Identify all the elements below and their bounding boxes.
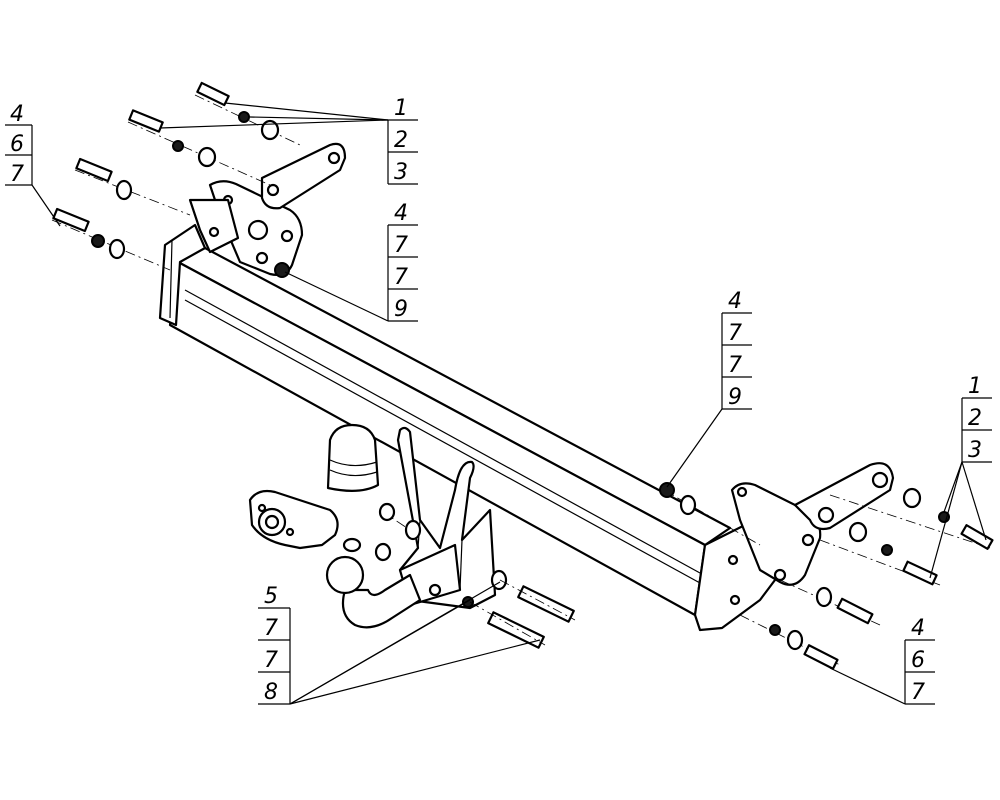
callout-label: 4: [394, 201, 408, 226]
callout-label: 4: [911, 616, 925, 641]
callout-label: 7: [728, 353, 742, 378]
callout-bottom-left: 5 7 7 8: [258, 581, 541, 705]
left-mounting-bracket: [188, 142, 347, 277]
callout-label: 3: [968, 438, 982, 463]
ball-cap: [326, 423, 380, 492]
callout-middle-right: 4 7 7 9: [666, 289, 752, 488]
top-left-fasteners: [51, 81, 301, 278]
callout-label: 5: [264, 584, 278, 609]
callout-left-bracket: 4 7 7 9: [284, 201, 418, 322]
callout-top-left: 4 6 7: [5, 102, 61, 227]
callout-label: 7: [911, 680, 925, 705]
callout-label: 9: [394, 297, 408, 322]
callout-label: 2: [394, 128, 408, 153]
tow-ball: [325, 537, 422, 629]
callout-label: 4: [10, 102, 24, 127]
callout-right-top: 1 2 3: [929, 374, 992, 579]
middle-right-fasteners: [659, 482, 761, 546]
callout-label: 8: [264, 680, 278, 705]
callout-label: 7: [394, 233, 408, 258]
socket-plate: [248, 489, 339, 550]
left-end-plate: [158, 223, 207, 327]
callout-label: 4: [728, 289, 742, 314]
callout-label: 7: [728, 321, 742, 346]
callout-top: 1 2 3: [159, 96, 418, 185]
callout-label: 7: [10, 162, 24, 187]
callout-label: 2: [968, 406, 982, 431]
callout-label: 7: [394, 265, 408, 290]
crossbar-beam: [168, 246, 732, 617]
callout-label: 9: [728, 385, 742, 410]
callout-label: 7: [264, 616, 278, 641]
right-fasteners: [739, 487, 994, 670]
callout-right-bottom: 4 6 7: [829, 616, 935, 705]
right-mounting-bracket: [730, 462, 895, 586]
callout-label: 1: [968, 374, 982, 399]
callout-label: 6: [911, 648, 925, 673]
callout-label: 1: [394, 96, 408, 121]
callout-label: 7: [264, 648, 278, 673]
callout-label: 3: [394, 160, 408, 185]
callout-label: 6: [10, 132, 24, 157]
bottom-hitch-fasteners: [374, 502, 576, 649]
